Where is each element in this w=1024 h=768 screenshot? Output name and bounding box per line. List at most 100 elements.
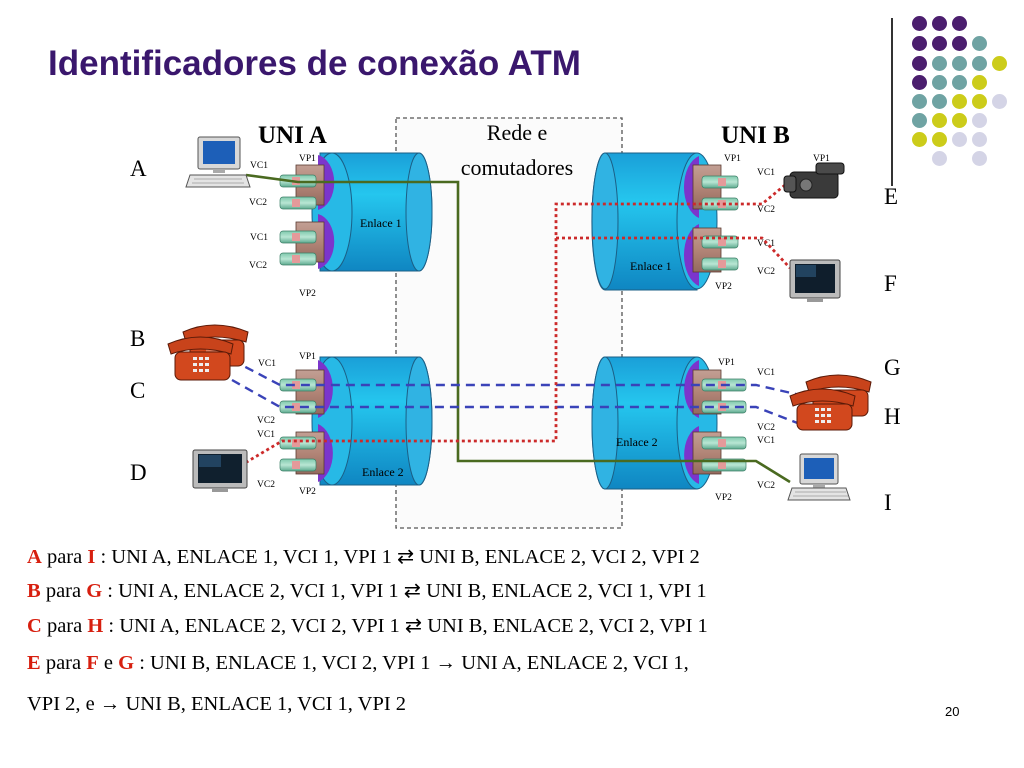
vc-label: VC2 [757,481,775,491]
vp-label: VP1 [813,154,830,164]
decorative-dot [992,56,1007,71]
connection-e-to-f-via-uni-a [244,183,786,465]
link-right-top: Enlace 1 [591,152,739,291]
decorative-dot [952,94,967,109]
endpoint-letter: H [884,404,901,429]
endpoint-letter: F [884,271,897,296]
caption-connector: para [40,580,87,602]
connection-e-to-f-loop [556,236,792,269]
caption-connector: e [98,652,119,674]
network-box [395,117,623,529]
caption-destination: F [86,652,99,674]
endpoint-letter: G [884,355,901,380]
link-left-top: Enlace 1 [279,152,433,272]
vc-label: VC1 [250,233,268,243]
vc-label: VC1 [757,436,775,446]
caption-line: C para H : UNI A, ENLACE 2, VCI 2, VPI 1… [27,613,708,638]
vc-label: VC1 [257,430,275,440]
decorative-dot [932,132,947,147]
vp-label: VP1 [299,352,316,362]
decorative-dot [932,94,947,109]
vp-label: VP1 [718,358,735,368]
caption-line: E para F e G : UNI B, ENLACE 1, VCI 2, V… [27,652,689,675]
decorative-dot [932,36,947,51]
network-label-line2: comutadores [461,155,573,180]
decorative-dot [932,16,947,31]
vc-label: VC1 [258,359,276,369]
connection-b-to-g [231,358,801,397]
caption-line: B para G : UNI A, ENLACE 2, VCI 1, VPI 1… [27,578,707,603]
vc-label: VC2 [757,205,775,215]
vp-label: VP2 [715,282,732,292]
vp-label: VP1 [724,154,741,164]
endpoint-letter: E [884,184,898,209]
monitor-icon [192,449,248,492]
decorative-dot [912,113,927,128]
decorative-dot [952,75,967,90]
caption-destination: G [86,580,103,602]
slide-title: Identificadores de conexão ATM [48,44,581,83]
uni-a-label: UNI A [258,122,327,149]
caption-connector: para [41,615,88,637]
atm-connection-diagram: UNI A UNI B Rede e comutadores Enlace 1 [130,117,901,529]
vc-label: VC2 [757,267,775,277]
vc-label: VC2 [257,480,275,490]
decorative-dot [952,132,967,147]
endpoint-letters: A B C D E F G H I [130,156,901,515]
vc-label: VC2 [249,198,267,208]
decorative-dot [932,113,947,128]
caption-source: C [27,615,42,637]
endpoint-letter: I [884,490,892,515]
caption-source: A [27,546,42,568]
decorative-dot [932,151,947,166]
decorative-dot [912,36,927,51]
decorative-dot [952,113,967,128]
endpoint-letter: D [130,460,147,485]
caption-continuation: VPI 2, e → UNI B, ENLACE 1, VCI 1, VPI 2 [27,693,407,715]
decorative-dot [952,36,967,51]
vp-label: VP1 [299,154,316,164]
vp-label: VP2 [299,289,316,299]
vc-label: VC1 [757,168,775,178]
endpoint-letter: B [130,326,145,351]
caption-path: : UNI B, ENLACE 1, VCI 2, VPI 1 → UNI A,… [134,652,689,674]
caption-destination: G [118,652,135,674]
link-label: Enlace 2 [616,435,658,449]
caption-destination: I [87,546,96,568]
telephone-icon [167,336,234,381]
vp-label: VP2 [299,487,316,497]
decorative-dot [932,56,947,71]
caption-destination: H [87,615,104,637]
decorative-dot [992,94,1007,109]
decorative-dot [912,94,927,109]
decorative-dot [972,94,987,109]
decorative-dot [912,16,927,31]
decorative-dot [972,132,987,147]
vc-label: VC2 [249,261,267,271]
vc-label: VC2 [757,423,775,433]
vc-label: VC1 [250,161,268,171]
caption-connector: para [40,652,87,674]
link-label: Enlace 1 [360,216,402,230]
decorative-dot [912,132,927,147]
caption-path: : UNI A, ENLACE 1, VCI 1, VPI 1 ⇄ UNI B,… [95,546,700,568]
uni-b-label: UNI B [721,122,790,149]
vc-label: VC1 [757,239,775,249]
caption-path: : UNI A, ENLACE 2, VCI 1, VPI 1 ⇄ UNI B,… [102,580,707,602]
decorative-dot [972,151,987,166]
vp-label: VP2 [715,493,732,503]
monitor-icon [789,259,841,302]
computer-icon [787,453,851,501]
link-label: Enlace 1 [630,259,672,273]
caption-connector: para [41,546,88,568]
camera-icon [783,162,845,199]
decorative-dot [952,56,967,71]
decorative-dot [972,75,987,90]
link-label: Enlace 2 [362,465,404,479]
vp-vc-labels: VP1 VC1 VC2 VC1 VC2 VP2 VP1 VC1 VC2 VC1 … [249,154,830,503]
decorative-dot [952,16,967,31]
link-left-bottom: Enlace 2 [279,356,433,486]
connection-c-to-h [231,378,801,426]
connection-a-to-i [245,173,791,484]
endpoint-letter: C [130,378,145,403]
